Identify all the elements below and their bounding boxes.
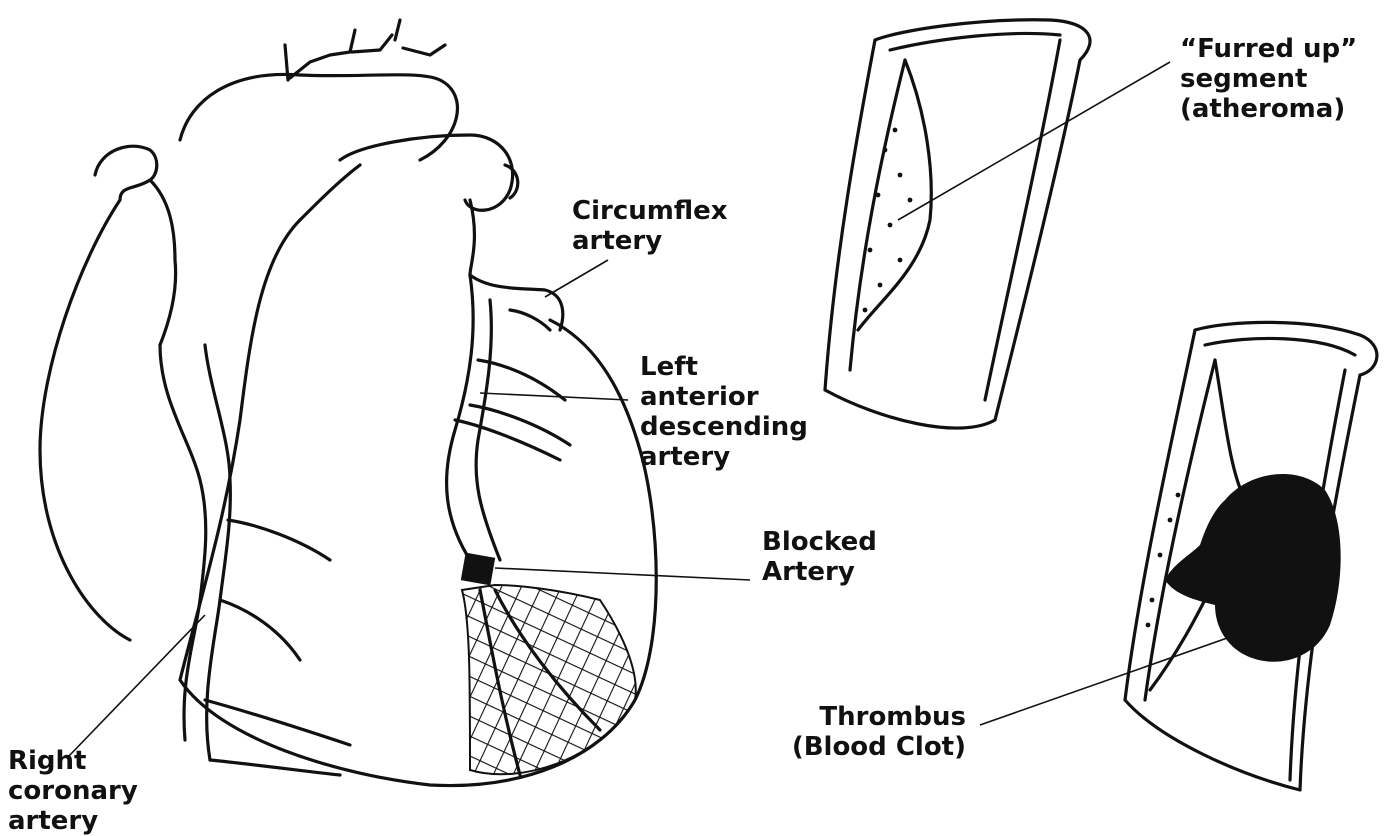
label-circumflex-line2: artery — [572, 226, 728, 256]
aorta-arch — [180, 74, 457, 160]
label-thrombus-line1: Thrombus — [780, 702, 966, 732]
leader-circumflex — [545, 260, 608, 297]
label-lad-line1: Left — [640, 352, 808, 382]
circumflex-branch — [470, 275, 563, 330]
label-rca-line1: Right — [8, 746, 138, 776]
label-rca: Right coronary artery — [8, 746, 138, 836]
label-rca-line3: artery — [8, 806, 138, 836]
blockage-marker — [461, 553, 495, 586]
infarct-region — [462, 585, 636, 774]
right-atrium-outline — [40, 146, 157, 640]
label-atheroma-line2: segment — [1180, 64, 1357, 94]
label-lad: Left anterior descending artery — [640, 352, 808, 472]
label-blocked-line1: Blocked — [762, 527, 877, 557]
heart-vessel-top — [285, 20, 445, 80]
label-atheroma: “Furred up” segment (atheroma) — [1180, 34, 1357, 124]
label-atheroma-line1: “Furred up” — [1180, 34, 1357, 64]
label-circumflex-line1: Circumflex — [572, 196, 728, 226]
aorta-inner — [150, 180, 176, 345]
label-lad-line4: artery — [640, 442, 808, 472]
atheroma-artery-drawing — [825, 20, 1090, 428]
label-blocked-line2: Artery — [762, 557, 877, 587]
thrombus-clot — [1165, 474, 1341, 662]
label-lad-line2: anterior — [640, 382, 808, 412]
thrombus-dots — [1146, 493, 1181, 628]
pulmonary-trunk — [300, 135, 513, 275]
atheroma-tube-inner — [850, 33, 1060, 400]
heart-drawing — [40, 20, 656, 786]
label-blocked: Blocked Artery — [762, 527, 877, 587]
label-thrombus-line2: (Blood Clot) — [780, 732, 966, 762]
lad-branches — [455, 360, 570, 460]
label-lad-line3: descending — [640, 412, 808, 442]
label-rca-line2: coronary — [8, 776, 138, 806]
label-circumflex: Circumflex artery — [572, 196, 728, 256]
atheroma-tube-outer — [825, 20, 1090, 428]
leader-blocked — [495, 568, 750, 580]
leader-thrombus — [980, 630, 1250, 725]
label-thrombus: Thrombus (Blood Clot) — [780, 702, 966, 762]
leader-atheroma — [898, 62, 1170, 220]
leader-lad — [480, 393, 628, 400]
lad-vessel — [447, 275, 500, 560]
thrombus-artery-drawing — [1125, 322, 1377, 790]
label-atheroma-line3: (atheroma) — [1180, 94, 1357, 124]
